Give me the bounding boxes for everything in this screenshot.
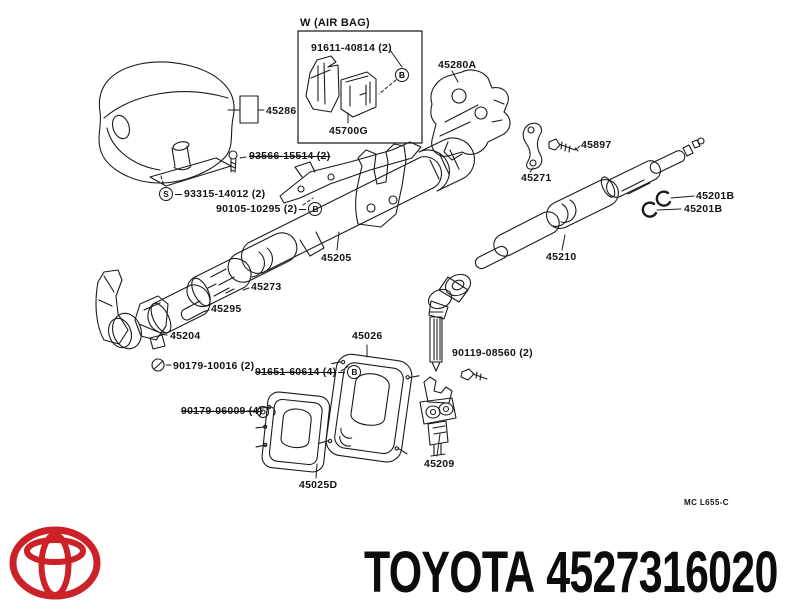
part-label-45201b-bottom: 45201B xyxy=(684,203,723,215)
fastener-marker-b: B xyxy=(347,365,362,379)
part-label-90119: 90119-08560 (2) xyxy=(452,347,533,359)
screw-93566-icon xyxy=(228,150,238,173)
catalog-part-number: 4527316020 xyxy=(546,540,778,605)
part-label-45286: 45286 xyxy=(266,105,297,117)
part-label-90105: 90105-10295 (2)B xyxy=(216,202,323,216)
part-label-45026: 45026 xyxy=(352,330,383,342)
stopper-lever-drawing xyxy=(522,122,543,170)
diagram-canvas xyxy=(95,30,705,479)
bolt-45897-icon xyxy=(548,138,579,153)
part-label-45210: 45210 xyxy=(546,251,577,263)
part-label-45897: 45897 xyxy=(581,139,612,151)
part-label-45295: 45295 xyxy=(211,303,242,315)
bolt-90119-icon xyxy=(460,368,488,381)
part-label-45205: 45205 xyxy=(321,252,352,264)
column-cover-drawing xyxy=(98,61,259,187)
hole-cover-45025d-drawing xyxy=(255,391,331,473)
part-label-93566: 93566-15514 (2) xyxy=(249,150,331,162)
spiral-cable-drawing xyxy=(305,55,377,118)
part-label-91611: 91611-40814 (2) xyxy=(311,42,392,54)
part-label-45204: 45204 xyxy=(170,330,201,342)
mounting-bracket-drawing xyxy=(430,69,511,161)
label-connector xyxy=(299,208,307,210)
fastener-marker-b-airbag: B xyxy=(395,68,409,82)
column-tube-bracket-drawing xyxy=(240,137,475,274)
part-label-90179-06009: 90179-06009 (4) xyxy=(181,405,263,417)
airbag-box xyxy=(297,30,423,144)
tilt-lever-drawing xyxy=(95,269,169,350)
main-shaft-drawing xyxy=(427,137,705,372)
label-connector xyxy=(175,193,182,195)
part-label-45201b-top: 45201B xyxy=(696,190,735,202)
part-label-45273: 45273 xyxy=(251,281,282,293)
brand-name: TOYOTA xyxy=(364,540,535,605)
part-label-45209: 45209 xyxy=(424,458,455,470)
toyota-logo xyxy=(9,526,101,600)
part-label-45280a: 45280A xyxy=(438,59,477,71)
part-label-45700g: 45700G xyxy=(329,125,368,137)
toyota-logo-ellipses xyxy=(9,526,101,600)
nut-90179-10016-icon xyxy=(151,358,165,372)
hole-cover-45026-drawing xyxy=(318,353,420,463)
fastener-marker-b: B xyxy=(308,202,323,216)
intermediate-shaft-drawing xyxy=(419,376,457,457)
fastener-marker-s: S xyxy=(159,187,173,201)
part-label-90179-10016: 90179-10016 (2) xyxy=(173,360,255,372)
snap-rings-drawing xyxy=(641,190,672,218)
knurled-sleeve-drawing xyxy=(186,257,252,308)
slotted-sleeve-drawing xyxy=(147,284,211,334)
tube-end-drawing xyxy=(227,232,298,283)
part-label-45271: 45271 xyxy=(521,172,552,184)
leader-lines xyxy=(159,49,695,479)
airbag-box-title: W (AIR BAG) xyxy=(300,17,370,29)
label-connector xyxy=(338,371,346,373)
part-label-91651: 91651-60614 (4)B xyxy=(255,365,362,379)
sheet-code: MC L655-C xyxy=(684,498,729,507)
part-label-45025d: 45025D xyxy=(299,479,338,491)
